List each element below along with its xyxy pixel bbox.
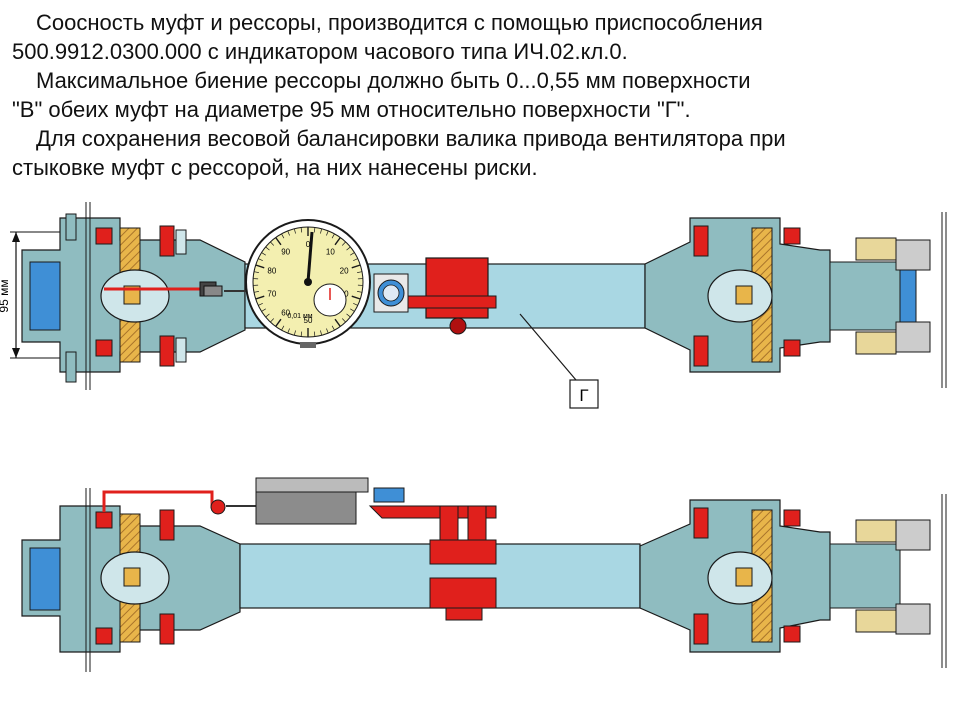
dial-tick bbox=[341, 241, 346, 246]
paragraph-1-line-2: 500.9912.0300.000 с индикатором часового… bbox=[12, 39, 628, 64]
dial-tick bbox=[326, 230, 329, 236]
dial-tick bbox=[293, 228, 296, 234]
dial-tick bbox=[287, 230, 290, 236]
right-coupling-bottom bbox=[639, 494, 947, 668]
dial-unit: 0,01 мм bbox=[287, 313, 312, 320]
dial-tick bbox=[350, 252, 355, 256]
paragraph-2-line-2: "В" обеих муфт на диаметре 95 мм относит… bbox=[12, 97, 691, 122]
dial-tick bbox=[320, 330, 323, 336]
probe-arm-bottom bbox=[102, 490, 256, 515]
dial-tick bbox=[353, 302, 358, 306]
left-coupling-bottom bbox=[21, 488, 241, 672]
red-clamp-bottom bbox=[368, 505, 497, 621]
dial-tick bbox=[275, 237, 282, 246]
bottom-assembly bbox=[21, 477, 947, 672]
dial-tick bbox=[255, 295, 265, 300]
dial-number: 10 bbox=[326, 247, 335, 256]
dial-tick bbox=[351, 295, 361, 300]
dial-tick bbox=[281, 233, 285, 239]
paragraph-2-line-1: Максимальное биение рессоры должно быть … bbox=[36, 68, 751, 93]
dial-number: 60 bbox=[281, 309, 290, 318]
red-clamp-top bbox=[407, 257, 497, 335]
dial-ticks bbox=[253, 227, 363, 337]
dial-tick bbox=[331, 325, 335, 331]
dial-tick bbox=[313, 331, 316, 337]
dial-tick bbox=[331, 233, 335, 239]
dial-tick bbox=[293, 330, 296, 336]
dial-tick bbox=[326, 328, 329, 334]
dial-tick bbox=[281, 325, 285, 331]
dial-number: 80 bbox=[267, 266, 276, 275]
dial-tick bbox=[350, 308, 355, 312]
surface-label: Г bbox=[579, 386, 588, 405]
dial-tick bbox=[353, 258, 358, 262]
dial-tick bbox=[287, 328, 290, 334]
paragraph-3-line-1: Для сохранения весовой балансировки вали… bbox=[36, 126, 786, 151]
indicator-body-bottom bbox=[255, 477, 405, 525]
dial-tick bbox=[346, 246, 351, 251]
dial-tick bbox=[270, 318, 275, 323]
paragraph-1-line-1: Соосность муфт и рессоры, производится с… bbox=[36, 10, 763, 35]
dimension-label: 95 мм bbox=[0, 279, 11, 312]
small-gauge-box bbox=[373, 273, 409, 313]
top-assembly: 95 мм bbox=[0, 202, 947, 409]
left-coupling-top bbox=[21, 202, 246, 390]
dial-number: 20 bbox=[340, 266, 349, 275]
instruction-text: Соосность муфт и рессоры, производится с… bbox=[12, 8, 952, 182]
dial-tick bbox=[270, 241, 275, 246]
dial-tick bbox=[265, 246, 270, 251]
dial-tick bbox=[300, 227, 303, 233]
dial-tick bbox=[313, 227, 316, 233]
dial-tick bbox=[258, 258, 263, 262]
dial-tick bbox=[265, 313, 270, 318]
dial-number: 0 bbox=[306, 240, 311, 249]
dial-tick bbox=[357, 291, 363, 293]
paragraph-3-line-2: стыковке муфт с рессорой, на них нанесен… bbox=[12, 155, 538, 180]
dial-tick bbox=[261, 252, 266, 256]
dial-tick bbox=[253, 271, 259, 273]
dial-tick bbox=[261, 308, 266, 312]
dial-tick bbox=[258, 302, 263, 306]
right-coupling-top bbox=[644, 212, 947, 388]
dial-number: 70 bbox=[267, 290, 276, 299]
indicator-arm-top bbox=[104, 281, 256, 297]
dial-indicator: 0102030405060708090 0,01 мм bbox=[245, 219, 371, 348]
dial-tick bbox=[255, 264, 265, 269]
surface-g-callout: Г bbox=[519, 313, 599, 409]
dial-tick bbox=[346, 313, 351, 318]
dial-tick bbox=[334, 237, 341, 246]
dial-number: 90 bbox=[281, 247, 290, 256]
dial-needle bbox=[306, 231, 314, 283]
dial-tick bbox=[351, 264, 361, 269]
dial-tick bbox=[300, 331, 303, 337]
dial-tick bbox=[253, 291, 259, 293]
dial-number: 50 bbox=[304, 316, 313, 325]
dial-tick bbox=[320, 228, 323, 234]
dial-tick bbox=[334, 318, 341, 327]
dial-tick bbox=[275, 318, 282, 327]
dial-tick bbox=[341, 318, 346, 323]
dimension-95mm: 95 мм bbox=[0, 231, 60, 359]
dial-tick bbox=[357, 271, 363, 273]
